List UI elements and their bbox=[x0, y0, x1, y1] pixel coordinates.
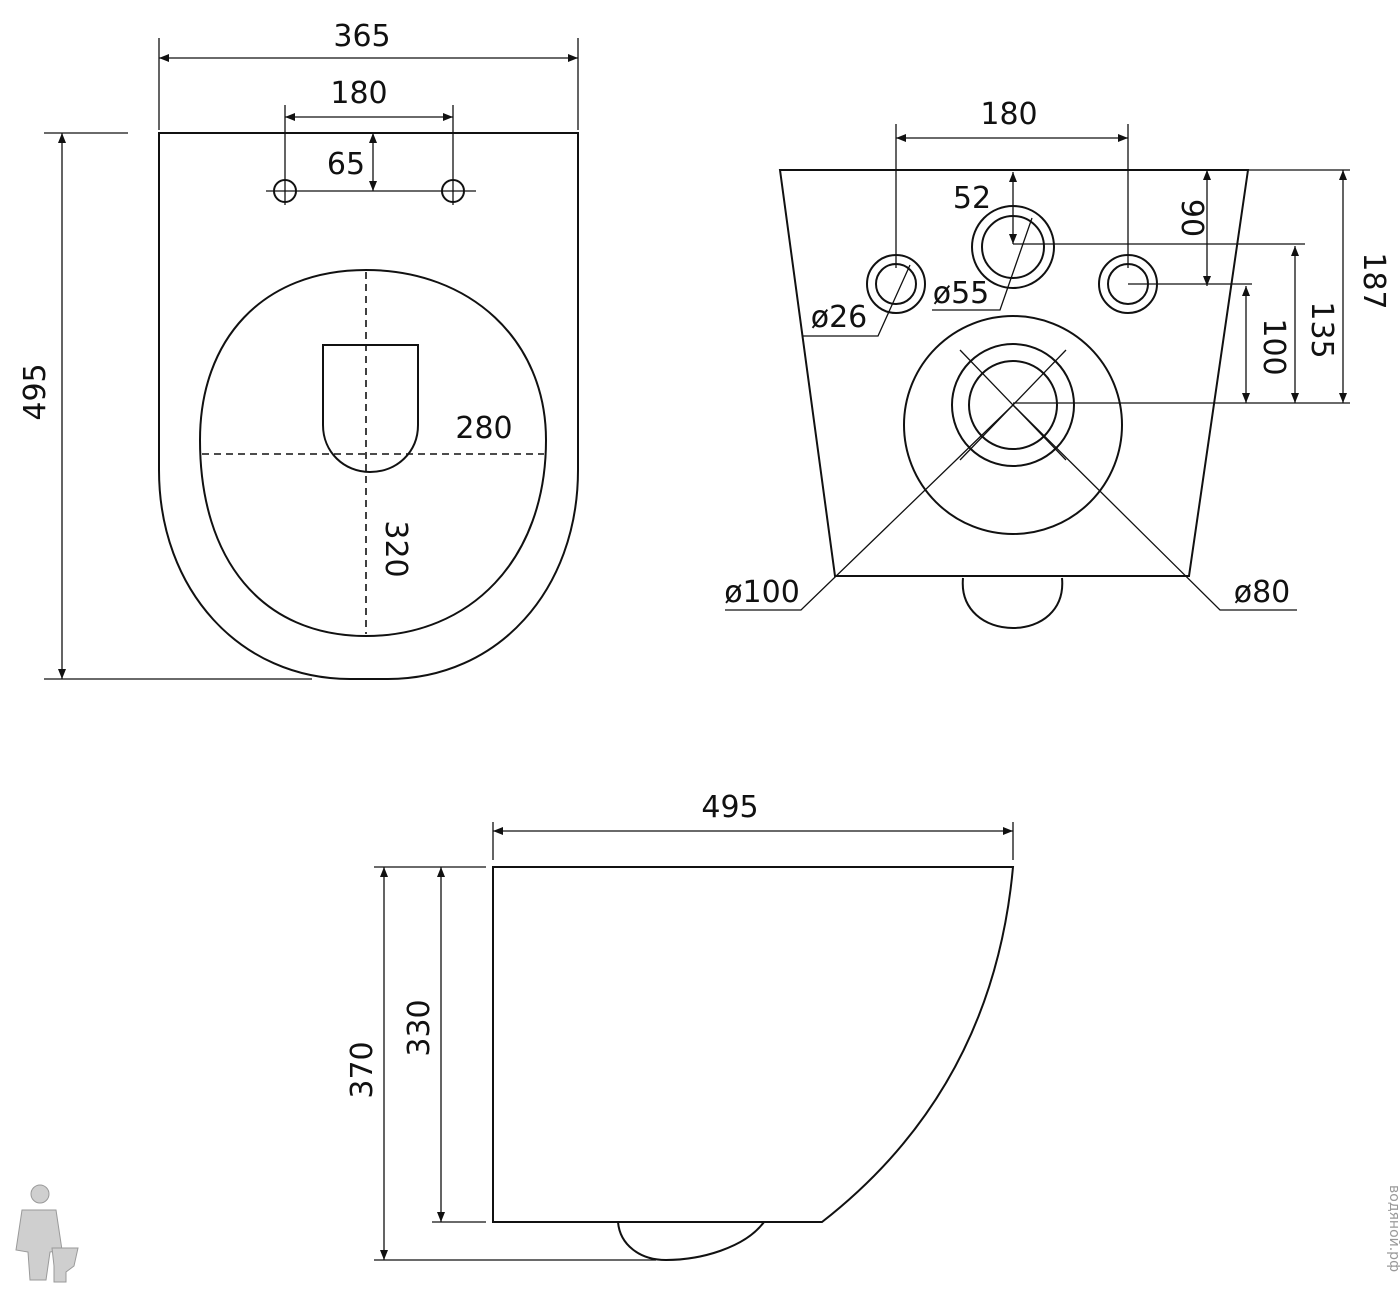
bolt-hole-left-inner bbox=[875, 263, 917, 305]
rear-view-outline bbox=[778, 169, 1250, 577]
dim-bowl-width: 280 bbox=[455, 411, 512, 446]
dim-bolt-dia: ø26 bbox=[811, 300, 868, 335]
top-view-bowl bbox=[198, 268, 548, 638]
watermark-text: водяной.рф bbox=[1386, 1185, 1400, 1272]
dim-rear-90: 90 bbox=[1174, 199, 1209, 237]
dim-side-body-height: 330 bbox=[402, 999, 437, 1056]
side-view-body bbox=[492, 866, 1015, 1223]
dim-rear-100: 100 bbox=[1256, 318, 1291, 375]
dim-top-hole-offset: 65 bbox=[327, 147, 365, 182]
dim-side-depth: 495 bbox=[701, 790, 758, 825]
leader-outlet-outer bbox=[725, 404, 1014, 611]
dim-outlet-inner: ø80 bbox=[1234, 575, 1291, 610]
outlet-inner bbox=[968, 360, 1058, 450]
top-view: 365 180 65 495 280 320 bbox=[18, 19, 579, 680]
rear-view: 180 52 90 100 135 187 ø26 ø55 ø100 ø80 bbox=[724, 97, 1391, 630]
top-view-drain bbox=[322, 344, 419, 474]
dim-rear-hole-spacing: 180 bbox=[980, 97, 1037, 132]
outlet-ring bbox=[951, 343, 1075, 467]
leader-bolt-dia bbox=[802, 264, 911, 337]
dim-rear-187: 187 bbox=[1356, 252, 1391, 309]
top-view-outline bbox=[158, 132, 579, 680]
dim-inlet-offset: 52 bbox=[953, 181, 991, 216]
dim-top-hole-spacing: 180 bbox=[330, 76, 387, 111]
dim-bowl-length: 320 bbox=[378, 520, 413, 577]
dim-side-total-height: 370 bbox=[345, 1041, 380, 1098]
dim-top-length: 495 bbox=[18, 363, 53, 420]
rear-view-outlet-bulge bbox=[961, 577, 1064, 630]
side-view-outlet bbox=[617, 1221, 765, 1262]
side-view: 495 370 330 bbox=[345, 790, 1015, 1262]
leader-inlet-dia bbox=[932, 217, 1033, 311]
dim-inlet-dia: ø55 bbox=[933, 276, 990, 311]
plumber-mascot-icon bbox=[15, 1184, 79, 1283]
dim-top-width: 365 bbox=[333, 19, 390, 54]
outlet-outer bbox=[903, 315, 1123, 535]
leader-outlet-inner bbox=[1012, 404, 1297, 611]
dim-outlet-outer: ø100 bbox=[724, 575, 800, 610]
dim-rear-135: 135 bbox=[1304, 301, 1339, 358]
